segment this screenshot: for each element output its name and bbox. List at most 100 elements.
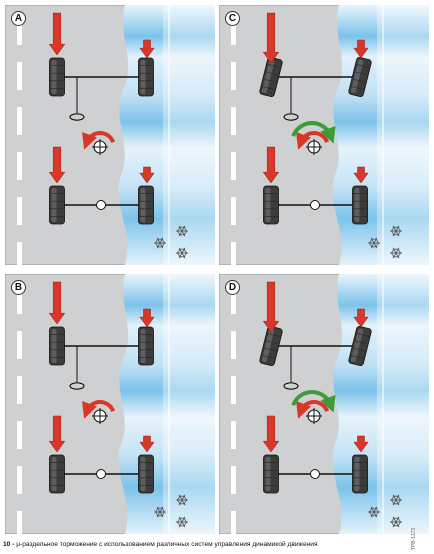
- panel-label: A: [11, 11, 26, 26]
- tire-highlight: [140, 60, 146, 94]
- snowflake-icon: [390, 516, 402, 528]
- tire-highlight: [261, 59, 275, 93]
- snowflake-branch: [154, 509, 166, 515]
- snowflake-branch: [392, 248, 400, 258]
- brake-force-arrow-icon: [139, 39, 155, 59]
- tire-tread: [356, 64, 370, 68]
- snowflake-branch: [176, 228, 188, 234]
- yaw-arrow-icon: [82, 400, 116, 419]
- snowflake-icon: [368, 506, 380, 518]
- tire-highlight: [140, 188, 146, 222]
- caption-text: μ-раздельное торможение с использованием…: [14, 541, 318, 548]
- snowflake-branch: [178, 495, 186, 505]
- panel-c: C: [219, 5, 429, 265]
- panel-d-diagram: [219, 274, 429, 534]
- tire: [138, 57, 154, 97]
- snowflake-branch: [390, 250, 402, 256]
- lane-marking: [17, 62, 22, 90]
- snowflake-branch: [392, 517, 400, 527]
- tire-highlight: [140, 457, 146, 491]
- snowflake-branch: [156, 238, 164, 248]
- brake-force-arrow-icon: [262, 12, 280, 64]
- lane-marking: [231, 421, 236, 449]
- snowflake-branch: [368, 240, 380, 246]
- panel-a: A: [5, 5, 215, 265]
- tire: [263, 454, 279, 494]
- snowflake-branch: [176, 250, 188, 256]
- snowflake-icon: [176, 225, 188, 237]
- snowflake-branch: [370, 507, 378, 517]
- lane-marking: [17, 331, 22, 359]
- lane-marking: [231, 511, 236, 534]
- tire-highlight: [51, 188, 57, 222]
- tire: [348, 325, 372, 367]
- panel-label: D: [225, 280, 240, 295]
- tire: [259, 56, 283, 98]
- snowflake-branch: [390, 497, 402, 503]
- lane-marking: [231, 17, 236, 45]
- brake-force-arrow-icon: [353, 308, 369, 328]
- differential: [310, 200, 320, 210]
- tire-tread: [350, 86, 364, 90]
- tire-tread: [350, 355, 364, 359]
- snowflake-icon: [154, 237, 166, 249]
- snowflake-icon: [390, 225, 402, 237]
- tire: [259, 325, 283, 367]
- tire-highlight: [51, 329, 57, 363]
- snowflake-icon: [390, 247, 402, 259]
- snowflake-branch: [178, 495, 186, 505]
- center-of-gravity-icon: [306, 139, 322, 155]
- tire-tread: [356, 333, 370, 337]
- brake-force-arrow-icon: [48, 12, 66, 56]
- lane-marking: [17, 511, 22, 534]
- snowflake-branch: [392, 517, 400, 527]
- tire-tread: [265, 340, 279, 345]
- tire: [138, 454, 154, 494]
- ice-shoulder: [163, 5, 215, 265]
- brake-force-arrow-icon: [262, 281, 280, 333]
- snowflake-branch: [370, 238, 378, 248]
- tire-tread: [261, 355, 275, 359]
- lane-marking: [17, 466, 22, 494]
- snowflake-branch: [156, 238, 164, 248]
- snowflake-branch: [392, 495, 400, 505]
- brake-force-arrow-icon: [48, 281, 66, 325]
- tire-highlight: [261, 328, 275, 362]
- reference-code: TPB-1173: [411, 528, 431, 550]
- lane-marking: [231, 197, 236, 225]
- lane-marking: [17, 421, 22, 449]
- tire: [49, 185, 65, 225]
- differential: [310, 469, 320, 479]
- panel-label: C: [225, 11, 240, 26]
- snowflake-branch: [392, 226, 400, 236]
- snowflake-branch: [176, 519, 188, 525]
- snowflake-branch: [370, 507, 378, 517]
- figure-caption: 10 - μ-раздельное торможение с использов…: [3, 541, 413, 548]
- tire: [352, 454, 368, 494]
- brake-force-arrow-icon: [353, 39, 369, 59]
- differential: [96, 200, 106, 210]
- snowflake-branch: [156, 507, 164, 517]
- tire: [49, 454, 65, 494]
- snowflake-icon: [176, 247, 188, 259]
- panel-b-diagram: [5, 274, 215, 534]
- tire-tread: [354, 340, 368, 345]
- tire: [138, 326, 154, 366]
- snowflake-branch: [178, 517, 186, 527]
- lane-marking: [231, 152, 236, 180]
- tire-tread: [352, 78, 366, 83]
- snowflake-branch: [156, 507, 164, 517]
- tire-tread: [263, 78, 277, 83]
- snowflake-branch: [154, 240, 166, 246]
- tire: [348, 56, 372, 98]
- lane-marking: [17, 107, 22, 135]
- steering-wheel-icon: [283, 382, 299, 390]
- panel-label: B: [11, 280, 26, 295]
- lane-marking: [17, 286, 22, 314]
- lane-marking: [231, 331, 236, 359]
- yaw-arrow-icon: [291, 121, 336, 144]
- lane-marking: [17, 197, 22, 225]
- differential: [96, 469, 106, 479]
- tire-tread: [352, 347, 366, 352]
- snowflake-branch: [392, 248, 400, 258]
